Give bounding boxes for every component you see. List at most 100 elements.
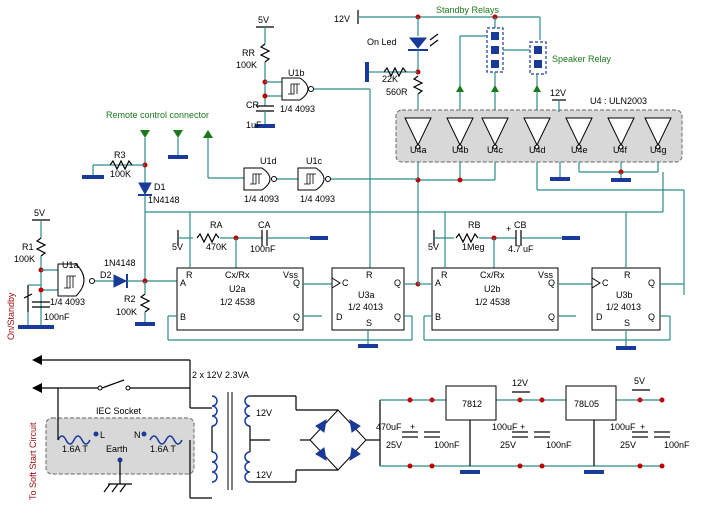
r3-label: R3 bbox=[114, 150, 126, 160]
u3a-pin-q: Q bbox=[394, 278, 401, 288]
d2-value: 1N4148 bbox=[104, 258, 136, 268]
u3b-pin-r: R bbox=[624, 270, 631, 280]
u4f-label: U4f bbox=[613, 145, 628, 155]
u4a-label: U4a bbox=[410, 145, 427, 155]
cap100u-1-label: 100uF bbox=[492, 422, 518, 432]
transformer-label: 2 x 12V 2.3VA bbox=[192, 370, 249, 380]
u4-uln2003: U4 : ULN2003 12V U4a U4b U4c U4d U4e U4f… bbox=[395, 88, 683, 163]
u3a-type: 1/2 4013 bbox=[348, 302, 383, 312]
rb-value: 1Meg bbox=[462, 242, 485, 252]
v5-a-label: 5V bbox=[172, 242, 183, 252]
u2b-pin-q: Q bbox=[548, 278, 555, 288]
u1d-type: 1/4 4093 bbox=[244, 194, 279, 204]
cap100u-2-plus: + bbox=[640, 422, 645, 432]
u1b-label: U1b bbox=[288, 68, 305, 78]
fuse-l-label: 1.6A T bbox=[62, 444, 88, 454]
u2b-pin-a: A bbox=[435, 278, 441, 288]
cap470-label: 470uF bbox=[376, 422, 402, 432]
u3a-pin-d: D bbox=[336, 312, 343, 322]
soft-start-label: To Soft Start Circuit bbox=[28, 422, 38, 500]
u3b-pin-s: S bbox=[624, 318, 630, 328]
u3a-4013: C D R S Q Q U3a 1/2 4013 bbox=[167, 267, 421, 348]
l-label: L bbox=[100, 430, 105, 440]
u2a-pin-vss: Vss bbox=[283, 270, 299, 280]
cap100u-2-label: 100uF bbox=[610, 422, 636, 432]
u2a-pin-b: B bbox=[180, 312, 186, 322]
cb-value: 4.7 uF bbox=[508, 244, 534, 254]
u3a-pin-r: R bbox=[366, 270, 373, 280]
sec2-label: 12V bbox=[256, 470, 272, 480]
u2b-4538: 5V RB 1Meg + CB 4.7 uF R Cx/Rx Vss A B Q… bbox=[418, 212, 592, 331]
u3b-pin-c: C bbox=[602, 278, 609, 288]
u1b-type: 1/4 4093 bbox=[280, 104, 315, 114]
u3b-4013: C D R S Q Q U3b 1/2 4013 bbox=[423, 212, 684, 350]
on-standby-input: 5V R1 100K 100nF On/Standby U1a 1/4 4093… bbox=[6, 172, 664, 340]
u3b-pin-qn: Q bbox=[648, 312, 655, 322]
on-standby-label: On/Standby bbox=[6, 292, 16, 340]
v12-u4-label: 12V bbox=[550, 88, 566, 98]
u2b-pin-b: B bbox=[435, 312, 441, 322]
r560-label: 560R bbox=[386, 87, 408, 97]
d2-label: D2 bbox=[100, 270, 112, 280]
u2a-pin-cxrx: Cx/Rx bbox=[225, 270, 250, 280]
u4e-label: U4e bbox=[571, 145, 588, 155]
remote-conn-label: Remote control connector bbox=[106, 110, 209, 120]
u3b-type: 1/2 4013 bbox=[606, 302, 641, 312]
c1-value: 100nF bbox=[44, 312, 70, 322]
cap100n-1-label: 100nF bbox=[434, 440, 460, 450]
rr-label: RR bbox=[242, 48, 255, 58]
u2b-type: 1/2 4538 bbox=[475, 297, 510, 307]
cap100n-3-label: 100nF bbox=[664, 440, 690, 450]
speaker-relay: Speaker Relay bbox=[503, 41, 612, 75]
v12-out-label: 12V bbox=[512, 378, 528, 388]
cap100u-1-plus: + bbox=[520, 422, 525, 432]
r2-label: R2 bbox=[124, 294, 136, 304]
cap100u-1-voltage: 25V bbox=[500, 440, 516, 450]
u2b-pin-qn: Q bbox=[548, 312, 555, 322]
r3-value: 100K bbox=[110, 169, 131, 179]
u2a-pin-a: A bbox=[180, 278, 186, 288]
d1-label: D1 bbox=[154, 182, 166, 192]
u3a-pin-c: C bbox=[342, 278, 349, 288]
u2a-label: U2a bbox=[229, 284, 246, 294]
iec-socket-label: IEC Socket bbox=[96, 406, 142, 416]
v5-r1-label: 5V bbox=[34, 208, 45, 218]
u2b-pin-r: R bbox=[441, 270, 448, 280]
v5-rr-label: 5V bbox=[258, 15, 269, 25]
u4g-label: U4g bbox=[650, 145, 667, 155]
u4-label: U4 : ULN2003 bbox=[590, 96, 647, 106]
u1d-label: U1d bbox=[260, 156, 277, 166]
rr-value: 100K bbox=[236, 60, 257, 70]
ra-value: 470K bbox=[206, 242, 227, 252]
u1c-type: 1/4 4093 bbox=[300, 194, 335, 204]
remote-connector: Remote control connector R3 100K D1 1N41… bbox=[82, 110, 244, 285]
speaker-relay-label: Speaker Relay bbox=[552, 54, 612, 64]
u3a-label: U3a bbox=[358, 290, 375, 300]
v5-out-label: 5V bbox=[634, 376, 645, 386]
standby-relays-label: Standby Relays bbox=[436, 5, 500, 15]
on-led: On Led 22K 560R bbox=[365, 33, 439, 112]
u3b-pin-d: D bbox=[596, 312, 603, 322]
u2b-pin-cxrx: Cx/Rx bbox=[480, 270, 505, 280]
cap100n-2-label: 100nF bbox=[546, 440, 572, 450]
earth-label: Earth bbox=[106, 444, 128, 454]
n-label: N bbox=[134, 430, 141, 440]
top-rail: 12V Standby Relays bbox=[334, 5, 541, 40]
reg-78l05-label: 78L05 bbox=[574, 399, 599, 409]
on-led-label: On Led bbox=[367, 37, 397, 47]
d1-value: 1N4148 bbox=[148, 195, 180, 205]
v5-b-label: 5V bbox=[428, 242, 439, 252]
ca-value: 100nF bbox=[250, 244, 276, 254]
cr-value: 1uF bbox=[246, 120, 262, 130]
u4d-label: U4d bbox=[529, 145, 546, 155]
cap470-voltage: 25V bbox=[386, 440, 402, 450]
u2a-pin-qn: Q bbox=[293, 312, 300, 322]
ca-label: CA bbox=[258, 220, 271, 230]
u3b-pin-q: Q bbox=[648, 278, 655, 288]
power-supply: To Soft Start Circuit 2 x 12V 2.3VA IEC … bbox=[28, 355, 690, 500]
cr-label: CR bbox=[246, 100, 259, 110]
rb-label: RB bbox=[468, 220, 481, 230]
u2a-pin-r: R bbox=[186, 270, 193, 280]
u1a-label: U1a bbox=[62, 260, 79, 270]
u1d-u1c: U1d 1/4 4093 U1c 1/4 4093 bbox=[243, 156, 418, 204]
